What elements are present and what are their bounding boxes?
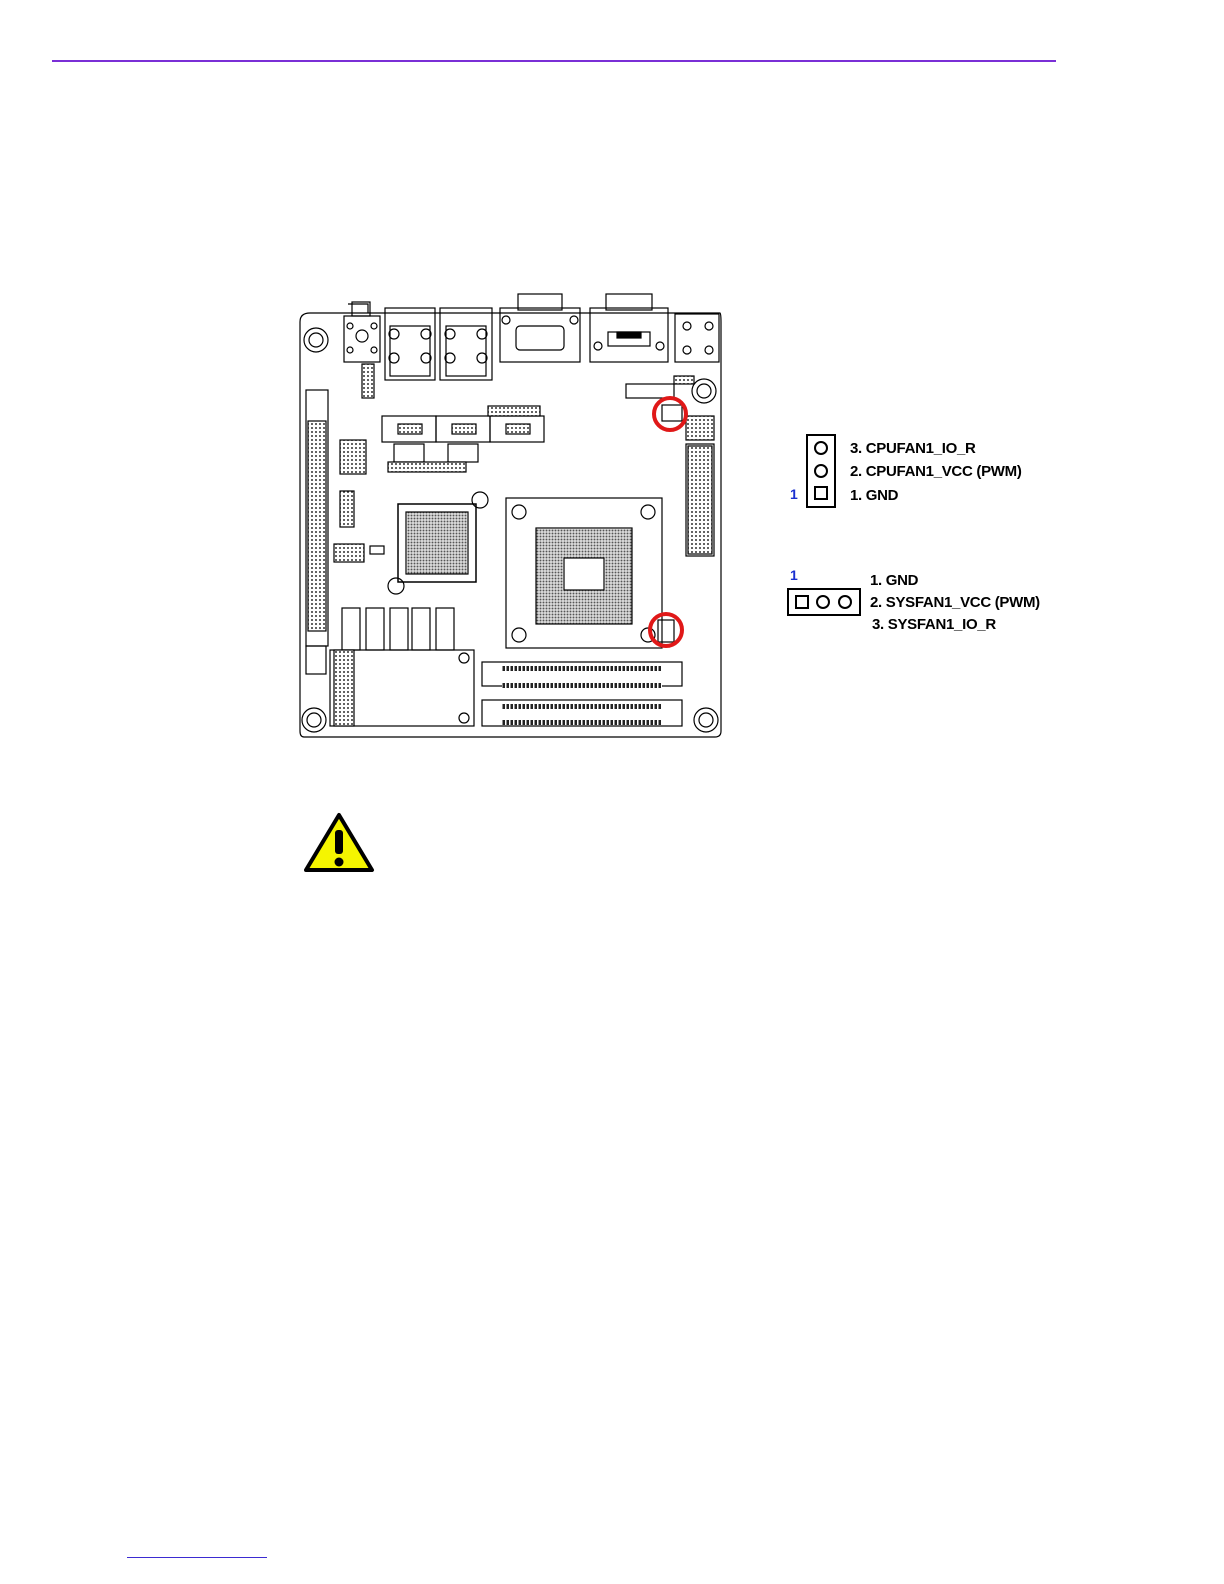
sys-fan-pin-one-marker: 1 <box>790 567 798 583</box>
sys-fan-pin-3: 3. SYSFAN1_IO_R <box>872 616 996 633</box>
footer-rule <box>127 1557 267 1558</box>
sys-fan-connector-icon <box>787 588 863 618</box>
sys-fan-pin-2: 2. SYSFAN1_VCC (PWM) <box>870 594 1040 611</box>
sys-fan-pin-1: 1. GND <box>870 572 918 589</box>
cpu-fan-pin-2: 2. CPUFAN1_VCC (PWM) <box>850 463 1022 480</box>
cpu-fan-highlight <box>654 398 686 430</box>
cpu-fan-pin-one-marker: 1 <box>790 486 798 502</box>
cpu-fan-connector-icon <box>806 434 838 510</box>
sys-fan-highlight <box>650 614 682 646</box>
header-rule <box>52 60 1056 62</box>
warning-triangle-icon <box>303 812 375 874</box>
motherboard-layout-icon <box>290 286 730 746</box>
cpu-fan-pin-3: 3. CPUFAN1_IO_R <box>850 440 976 457</box>
cpu-fan-pin-1: 1. GND <box>850 487 898 504</box>
